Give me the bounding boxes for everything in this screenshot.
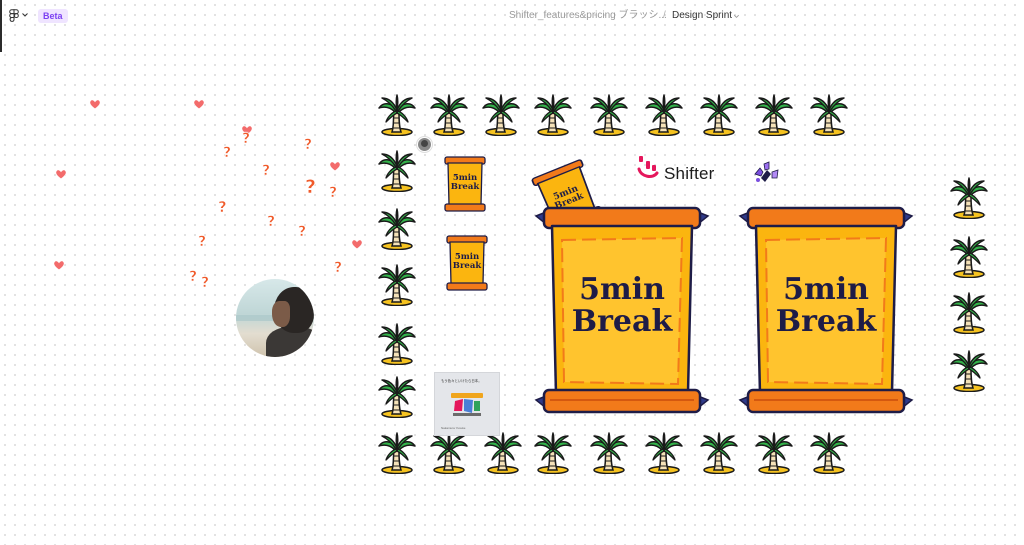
question-mark-sticker: ? xyxy=(334,260,343,276)
palm-tree-icon xyxy=(949,292,989,334)
figma-logo-icon[interactable] xyxy=(8,9,20,23)
question-mark-sticker: ? xyxy=(267,214,276,230)
palm-tree-icon xyxy=(533,432,573,474)
collaborator-avatar[interactable] xyxy=(417,137,432,152)
palm-tree-icon xyxy=(533,94,573,136)
note-text: もう色々といけたら日本。 xyxy=(441,379,482,383)
palm-tree-icon xyxy=(589,94,629,136)
palm-tree-icon xyxy=(377,432,417,474)
palm-tree-icon xyxy=(809,432,849,474)
palm-tree-icon xyxy=(377,150,417,192)
heart-icon xyxy=(53,260,65,271)
palm-tree-icon xyxy=(589,432,629,474)
palm-tree-icon xyxy=(429,94,469,136)
palm-tree-icon xyxy=(644,94,684,136)
palm-tree-icon xyxy=(644,432,684,474)
note-author: Nakamura Yusuke xyxy=(441,426,466,430)
question-mark-sticker: ? xyxy=(198,234,207,250)
breadcrumb-page-name[interactable]: Design Sprint xyxy=(672,10,733,21)
palm-tree-icon xyxy=(377,94,417,136)
top-bar: Beta Shifter_features&pricing ブラッシ... / … xyxy=(0,0,1024,32)
palm-tree-icon xyxy=(377,208,417,250)
question-mark-sticker: ? xyxy=(189,269,198,285)
breadcrumb-file-name[interactable]: Shifter_features&pricing ブラッシ... xyxy=(509,10,667,21)
heart-icon xyxy=(193,99,205,110)
palm-tree-icon xyxy=(483,432,523,474)
beta-badge: Beta xyxy=(38,9,68,23)
palm-tree-icon xyxy=(377,323,417,365)
question-mark-sticker: ? xyxy=(262,163,271,179)
palm-tree-icon xyxy=(809,94,849,136)
palm-tree-icon xyxy=(754,94,794,136)
page-chevron-down-icon[interactable] xyxy=(733,13,740,20)
palm-tree-icon xyxy=(754,432,794,474)
question-mark-sticker: ? xyxy=(305,176,317,198)
heart-icon xyxy=(55,169,67,180)
shifter-logo-icon[interactable] xyxy=(637,155,659,181)
heart-icon xyxy=(329,161,341,172)
question-mark-sticker: ? xyxy=(242,131,251,147)
question-mark-sticker: ? xyxy=(329,185,338,201)
window-edge xyxy=(0,0,2,52)
question-mark-sticker: ? xyxy=(218,198,227,216)
note-illustration xyxy=(451,393,483,416)
palm-tree-icon xyxy=(949,177,989,219)
question-mark-sticker: ? xyxy=(298,224,307,240)
question-mark-sticker: ? xyxy=(223,145,232,161)
palm-tree-icon xyxy=(429,432,469,474)
question-mark-sticker: ? xyxy=(201,275,210,291)
palm-tree-icon xyxy=(377,376,417,418)
shifter-wordmark[interactable]: Shifter xyxy=(664,164,715,183)
palm-tree-icon xyxy=(949,350,989,392)
heart-icon xyxy=(89,99,101,110)
palm-tree-icon xyxy=(699,94,739,136)
profile-photo[interactable] xyxy=(236,279,314,357)
breadcrumb-separator: / xyxy=(663,10,666,21)
note-card[interactable]: もう色々といけたら日本。 Nakamura Yusuke xyxy=(434,372,500,436)
palm-tree-icon xyxy=(481,94,521,136)
question-mark-sticker: ? xyxy=(304,137,313,153)
palm-tree-icon xyxy=(377,264,417,306)
sticker-icon[interactable] xyxy=(751,160,781,186)
heart-icon xyxy=(351,239,363,250)
photo-face xyxy=(272,301,290,327)
palm-tree-icon xyxy=(699,432,739,474)
photo-sea xyxy=(236,315,276,321)
palm-tree-icon xyxy=(949,236,989,278)
chevron-down-icon[interactable] xyxy=(21,11,29,19)
